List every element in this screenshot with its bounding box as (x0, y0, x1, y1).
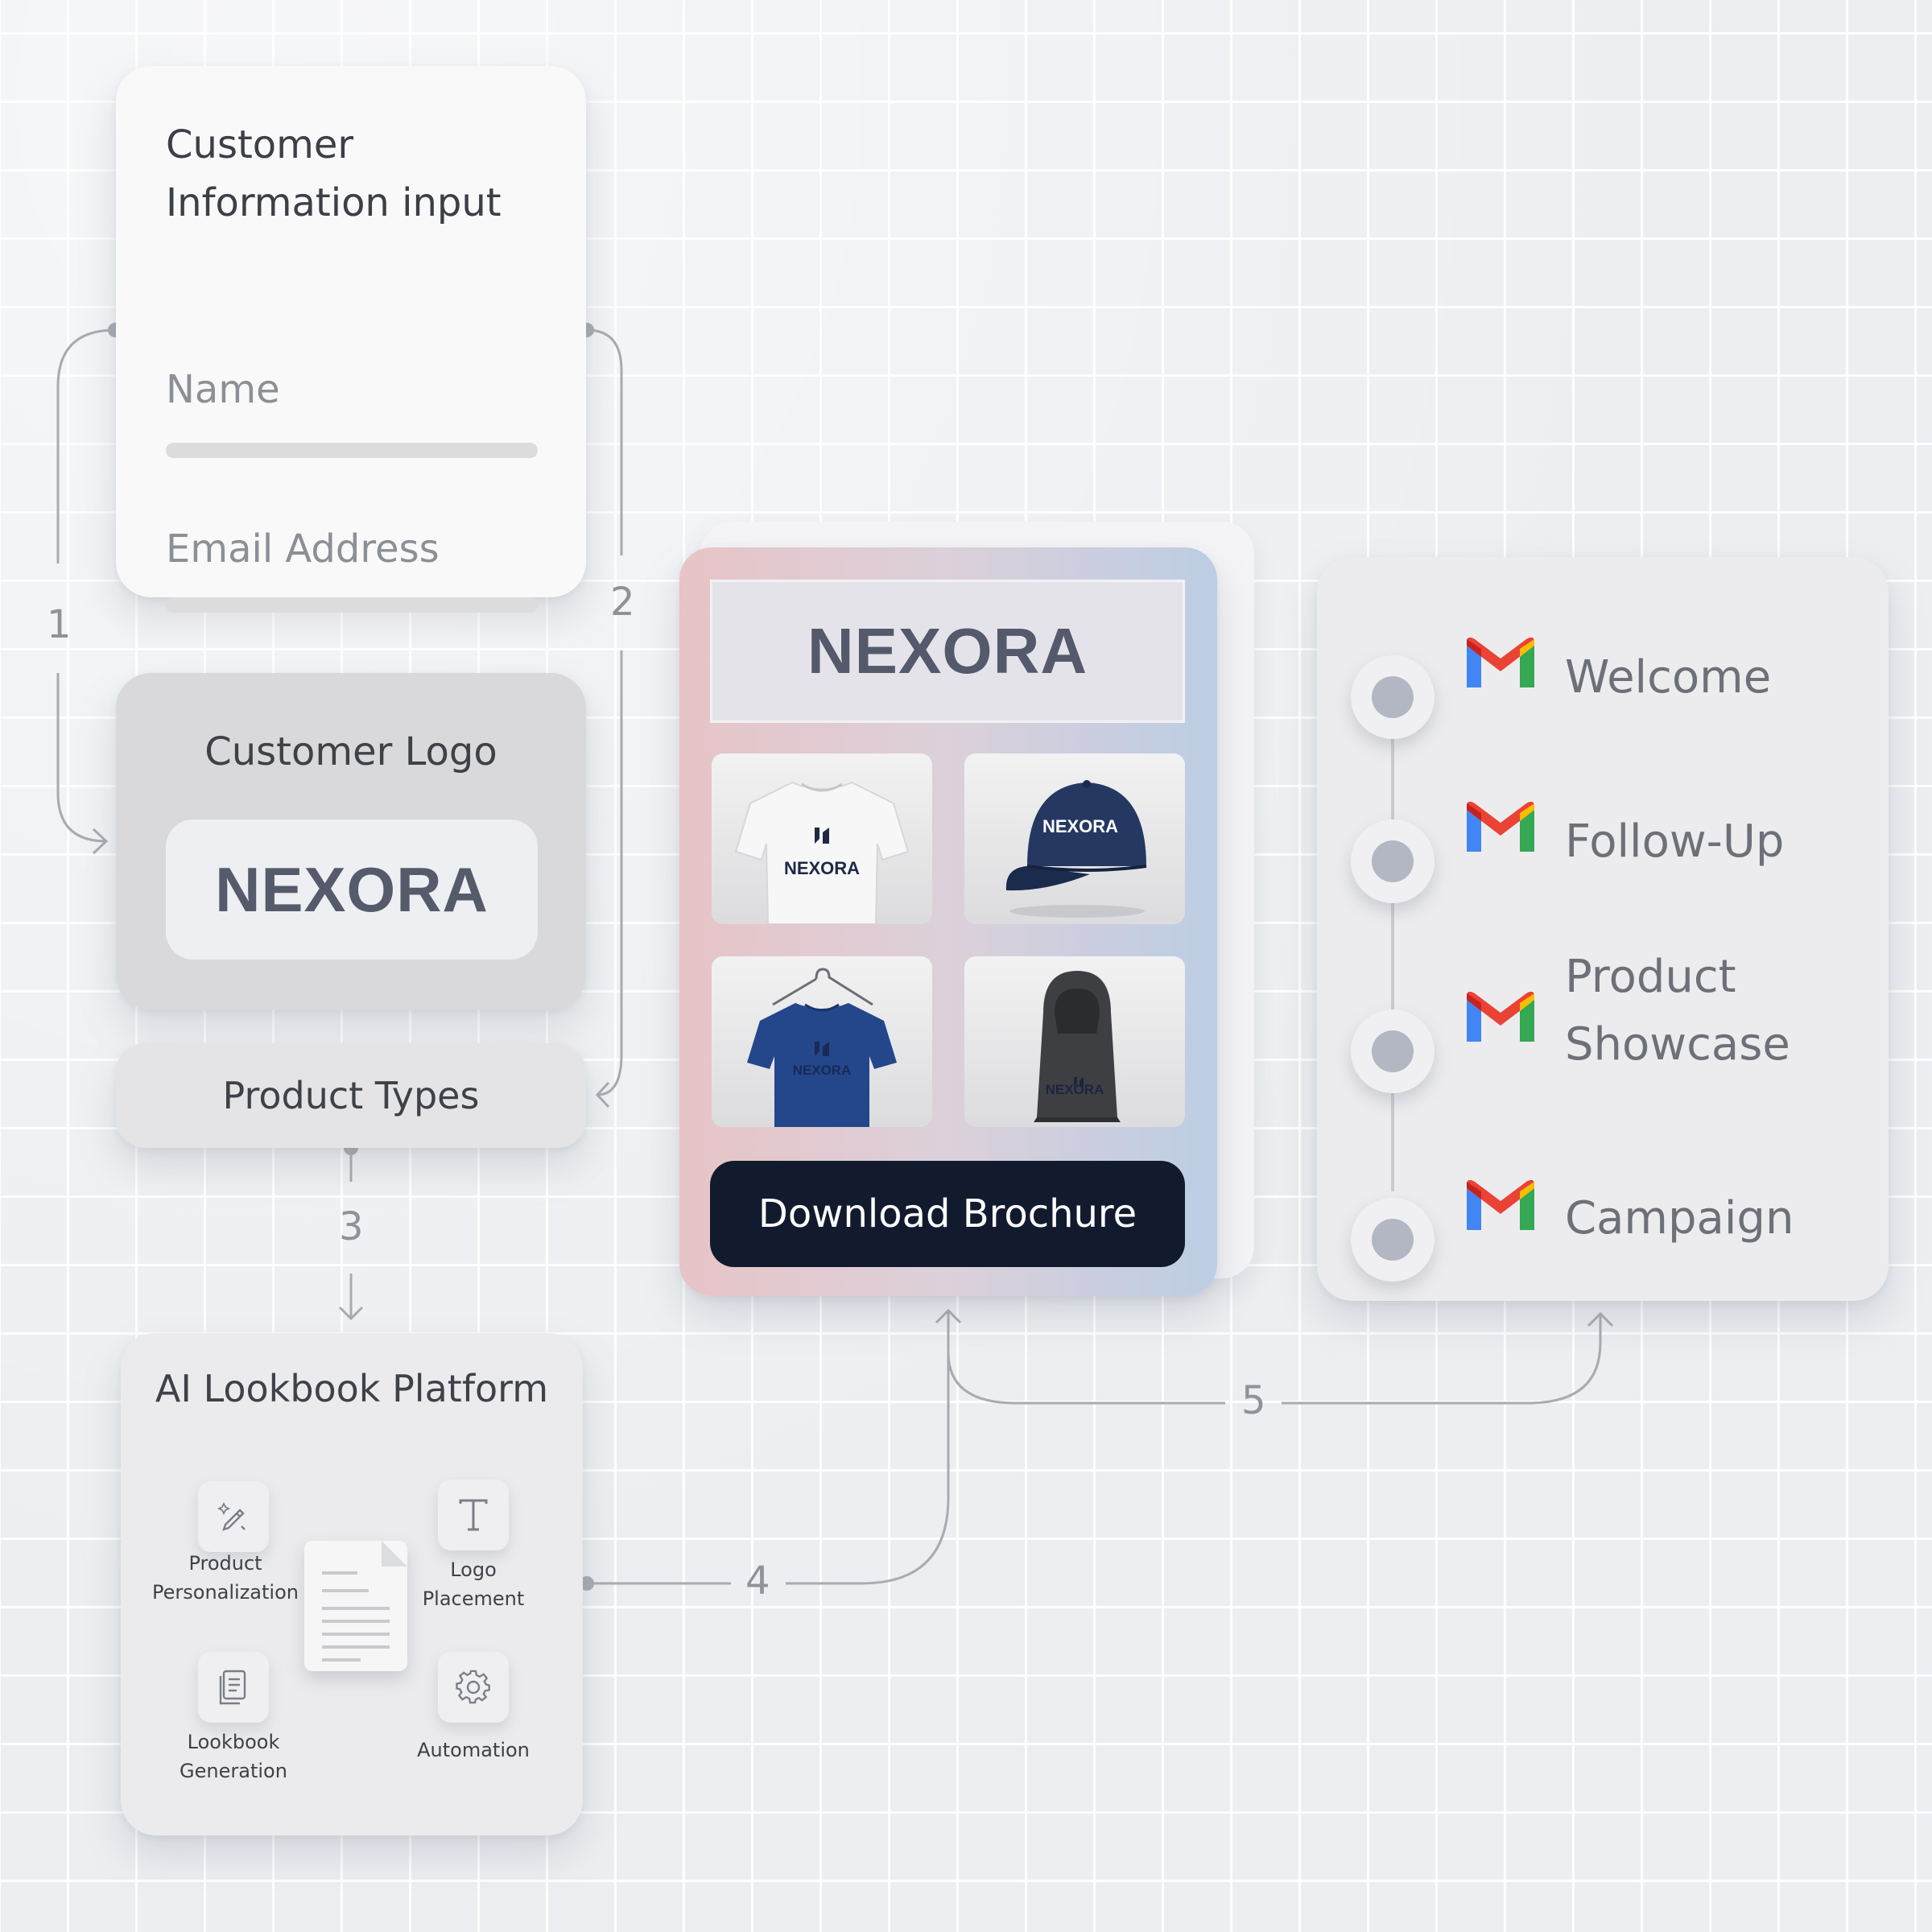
customer-info-title: Customer Information input (166, 116, 502, 232)
brochure-brand-header: NEXORA (710, 580, 1185, 723)
brochure-card: NEXORA NEXORA NEXORA NEXORA (679, 547, 1217, 1296)
feature-label-logo-placement: Logo Placement (409, 1555, 538, 1613)
timeline-dot-product-showcase (1351, 1009, 1435, 1093)
email-input[interactable] (166, 597, 538, 613)
email-field-label: Email Address (166, 526, 440, 572)
email-label-campaign: Campaign (1565, 1185, 1794, 1253)
ai-lookbook-platform-card: AI Lookbook Platform Product Personaliza… (121, 1333, 583, 1835)
customer-logo-title: Customer Logo (116, 729, 586, 774)
gmail-icon (1467, 992, 1534, 1042)
email-label-follow-up: Follow-Up (1565, 808, 1784, 876)
connector-1-bottom (58, 673, 106, 841)
timeline-dot-campaign (1351, 1198, 1435, 1282)
customer-logo: NEXORA (166, 819, 538, 960)
step-number-2: 2 (610, 580, 635, 625)
gmail-icon (1467, 1180, 1534, 1230)
timeline-dot-welcome (1351, 655, 1435, 739)
gear-icon (438, 1652, 509, 1723)
customer-info-card: Customer Information input Name Email Ad… (116, 66, 586, 597)
connector-2-bottom (597, 650, 621, 1095)
timeline-line (1391, 660, 1394, 1191)
hoodie-print: NEXORA (964, 1082, 1185, 1098)
document-icon (198, 1652, 269, 1723)
download-brochure-button[interactable]: Download Brochure (710, 1161, 1185, 1267)
email-label-product-showcase: Product Showcase (1565, 943, 1790, 1079)
magic-pen-icon (198, 1481, 269, 1552)
name-field-label: Name (166, 367, 280, 412)
gmail-icon (1467, 802, 1534, 852)
timeline-dot-follow-up (1351, 819, 1435, 903)
white-tshirt-print: NEXORA (712, 858, 932, 879)
product-tile-navy-cap: NEXORA (964, 753, 1185, 924)
blue-tshirt-print: NEXORA (712, 1063, 932, 1079)
connector-1-top (58, 330, 115, 564)
product-tile-white-tshirt: NEXORA (712, 753, 932, 924)
email-sequence-card: Welcome Follow-Up Product Showcase Campa… (1317, 557, 1889, 1301)
feature-label-personalization: Product Personalization (121, 1549, 330, 1607)
cap-print: NEXORA (1018, 816, 1143, 837)
connector-2-top (587, 330, 621, 555)
step-number-3: 3 (339, 1204, 364, 1249)
platform-title: AI Lookbook Platform (121, 1367, 583, 1410)
product-types-card[interactable]: Product Types (116, 1043, 586, 1148)
gmail-icon (1467, 638, 1534, 687)
step-number-4: 4 (745, 1558, 770, 1604)
connector-5-left (948, 1352, 1225, 1403)
email-label-welcome: Welcome (1565, 644, 1771, 712)
step-number-1: 1 (47, 602, 72, 647)
product-tile-gray-hoodie: NEXORA (964, 956, 1185, 1127)
customer-logo-card: Customer Logo NEXORA (116, 673, 586, 1009)
connector-4-right (786, 1311, 948, 1583)
text-t-icon (438, 1480, 509, 1550)
step-number-5: 5 (1241, 1378, 1266, 1423)
feature-label-automation: Automation (401, 1736, 546, 1765)
lookbook-document-icon (304, 1541, 407, 1671)
feature-label-lookbook-generation: Lookbook Generation (153, 1728, 314, 1785)
connector-5-right (1282, 1314, 1600, 1403)
product-tile-blue-tshirt: NEXORA (712, 956, 932, 1127)
name-input[interactable] (166, 443, 538, 458)
